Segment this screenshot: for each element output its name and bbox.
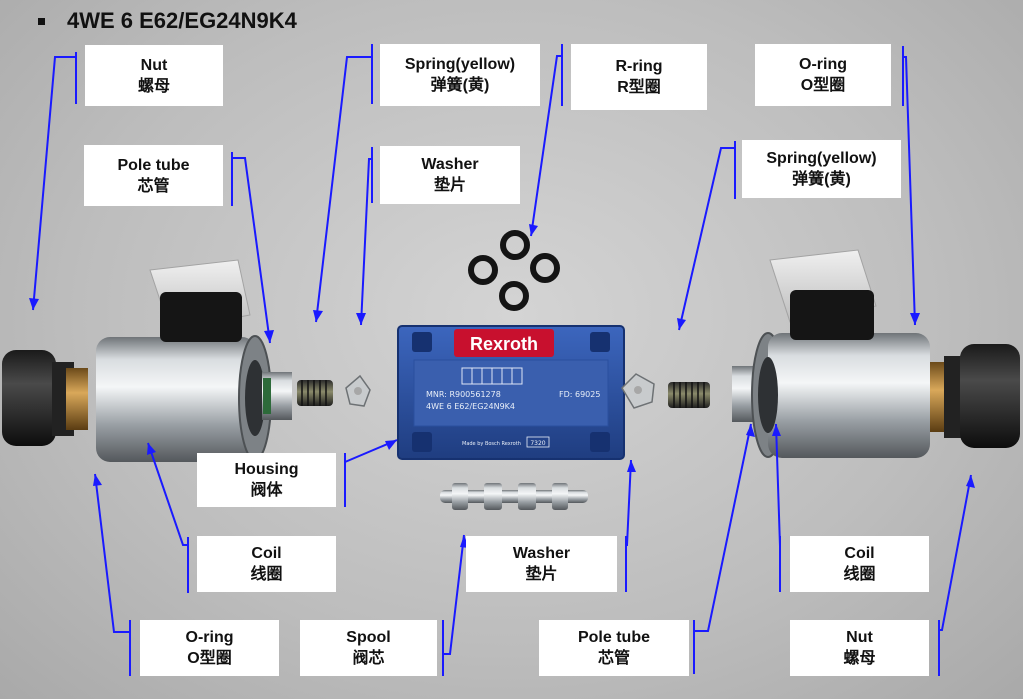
- leader-o-ring-right: [902, 46, 916, 326]
- r-ring-parts: [468, 230, 560, 311]
- valve-fd: FD: 69025: [559, 390, 600, 399]
- leader-spring-left: [315, 44, 373, 323]
- leader-arrowheads: [29, 224, 975, 548]
- label-spool: Spool 阀芯: [300, 620, 437, 676]
- leader-pole-tube-left: [231, 152, 271, 344]
- label-pole-tube-left: Pole tube 芯管: [84, 145, 223, 206]
- leader-washer-left: [360, 147, 373, 326]
- label-pole-tube-right: Pole tube 芯管: [539, 620, 689, 676]
- page-title: 4WE 6 E62/EG24N9K4: [67, 8, 297, 33]
- pole-tube-left-part: [262, 372, 292, 420]
- leader-nut-right: [938, 474, 972, 676]
- washer-left-part: [345, 374, 371, 407]
- housing-part: Rexroth MNR: R900561278 FD: 69025 4WE 6 …: [397, 325, 625, 460]
- label-nut-left: Nut 螺母: [85, 45, 223, 106]
- valve-mnr: MNR: R900561278: [426, 390, 501, 399]
- leader-pole-tube-right: [693, 423, 752, 674]
- leader-lines: [32, 44, 972, 676]
- label-coil-left: Coil 线圈: [197, 536, 336, 592]
- washer-right-part: [621, 373, 655, 409]
- leader-spring-right: [678, 141, 736, 331]
- left-solenoid: [2, 259, 292, 462]
- label-r-ring: R-ring R型圈: [571, 44, 707, 110]
- leader-o-ring-left: [94, 473, 131, 676]
- title-row: 4WE 6 E62/EG24N9K4: [38, 8, 297, 34]
- nut-left-part: [2, 350, 88, 446]
- label-o-ring-right: O-ring O型圈: [755, 44, 891, 106]
- leader-coil-right: [775, 423, 781, 592]
- valve-made-by: Made by Bosch Rexroth: [462, 441, 521, 447]
- valve-model: 4WE 6 E62/EG24N9K4: [426, 402, 515, 411]
- label-coil-right: Coil 线圈: [790, 536, 929, 592]
- title-bullet: [38, 17, 45, 25]
- connector-right-part: [769, 249, 877, 340]
- label-nut-right: Nut 螺母: [790, 620, 929, 676]
- leader-nut-left: [32, 52, 77, 311]
- label-washer-bottom: Washer 垫片: [466, 536, 617, 592]
- label-housing: Housing 阀体: [197, 453, 336, 507]
- spring-right-part: [668, 382, 710, 408]
- label-spring-right: Spring(yellow) 弹簧(黄): [742, 140, 901, 198]
- label-o-ring-left: O-ring O型圈: [140, 620, 279, 676]
- connector-left-part: [149, 259, 251, 342]
- valve-code: 7320: [530, 440, 545, 447]
- brand-text: Rexroth: [470, 334, 538, 354]
- coil-left-part: [96, 335, 272, 462]
- leader-washer-bottom: [625, 459, 632, 592]
- leader-housing: [344, 439, 398, 507]
- spool-part: [440, 483, 588, 510]
- leader-r-ring: [530, 44, 563, 237]
- leader-spool: [442, 534, 465, 676]
- right-solenoid: [732, 249, 1020, 458]
- label-spring-left: Spring(yellow) 弹簧(黄): [380, 44, 540, 106]
- coil-right-part: [751, 332, 930, 458]
- leader-coil-left: [147, 442, 189, 593]
- label-washer-left: Washer 垫片: [380, 146, 520, 204]
- nut-right-part: [930, 344, 1020, 448]
- spring-left-part: [297, 380, 333, 406]
